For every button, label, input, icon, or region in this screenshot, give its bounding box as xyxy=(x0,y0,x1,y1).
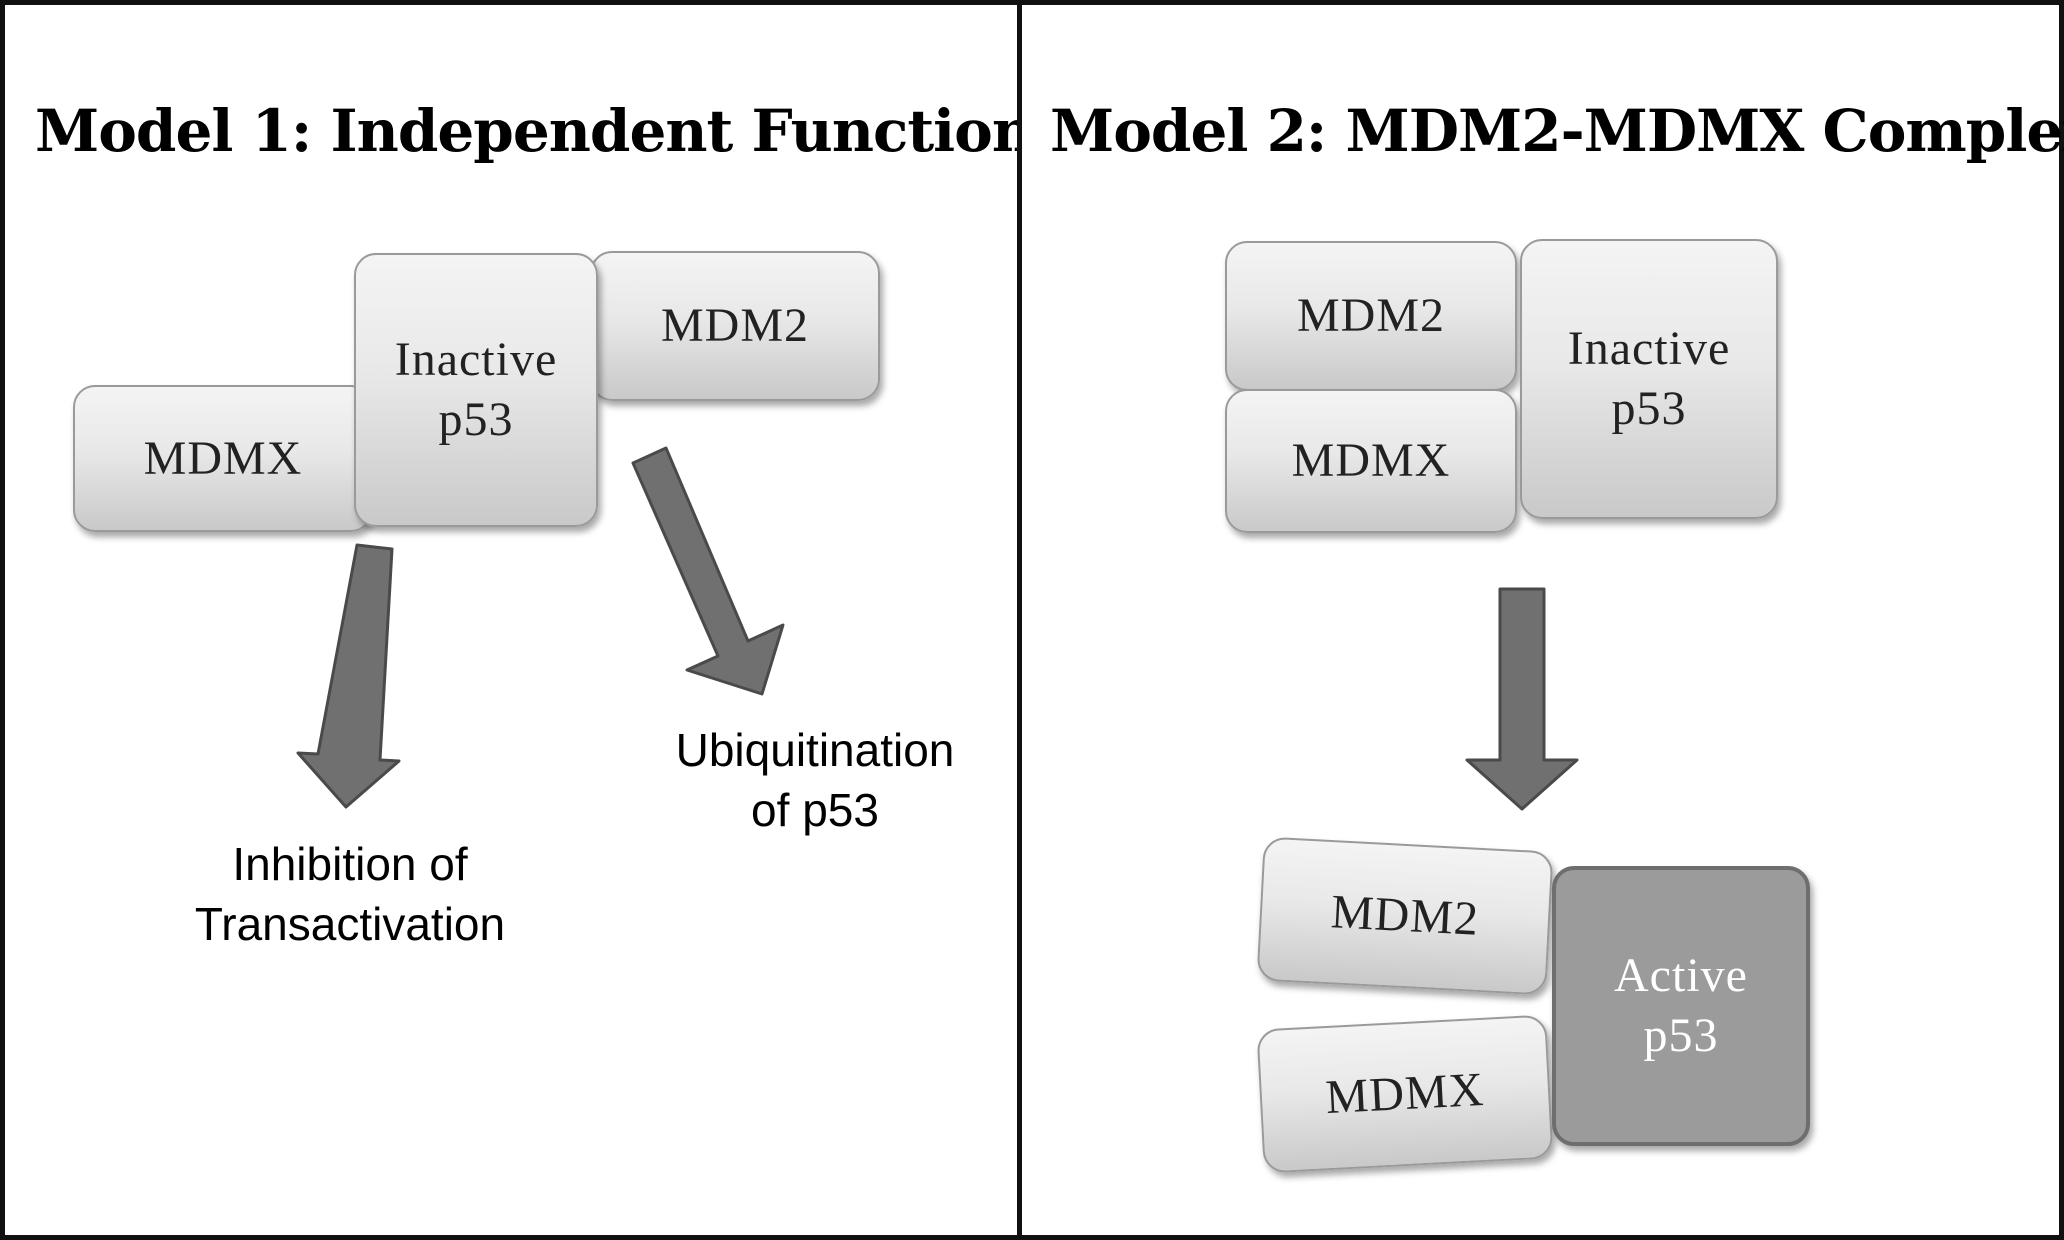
model-1-mdm2-label: MDM2 xyxy=(660,299,810,352)
model-2-arrows xyxy=(1465,587,1579,811)
model-1-mdmx-label: MDMX xyxy=(143,431,303,485)
model-2-active-p53-box: Active p53 xyxy=(1552,866,1810,1146)
model-2-released-mdmx-box: MDMX xyxy=(1256,1014,1554,1174)
model-2-released-mdmx-label: MDMX xyxy=(1324,1062,1486,1125)
model-2-released-mdm2-box: MDM2 xyxy=(1256,836,1554,996)
transactivation-outcome-label: Inhibition of Transactivation xyxy=(155,835,545,955)
panel-model-1: Model 1: Independent Functions MDMX MDM2… xyxy=(0,0,1066,1240)
model-1-mdmx-box: MDMX xyxy=(73,385,373,532)
ubiquitination-line1: Ubiquitination xyxy=(675,724,955,776)
model-2-released-mdm2-label: MDM2 xyxy=(1329,885,1481,946)
transactivation-line1: Inhibition of xyxy=(232,838,468,890)
model-2-mdm2-box: MDM2 xyxy=(1225,241,1517,391)
model-2-inactive-p53-line2: p53 xyxy=(1611,382,1687,435)
panel-model-2: Model 2: MDM2-MDMX Complex MDM2 MDMX Ina… xyxy=(1017,0,2064,1240)
model-2-title: Model 2: MDM2-MDMX Complex xyxy=(1050,97,2064,165)
model-1-inactive-p53-line2: p53 xyxy=(438,393,514,446)
model-1-mdm2-box: MDM2 xyxy=(590,251,880,401)
transactivation-line2: Transactivation xyxy=(194,897,506,950)
model-2-mdmx-box: MDMX xyxy=(1225,389,1517,533)
model-1-arrows xyxy=(296,446,785,809)
model-2-active-p53-line1: Active xyxy=(1614,949,1748,1002)
model-2-mdm2-label: MDM2 xyxy=(1296,289,1446,342)
ubiquitination-line2: of p53 xyxy=(751,783,879,836)
model-2-inactive-p53-line1: Inactive xyxy=(1567,322,1731,375)
model-2-mdmx-label: MDMX xyxy=(1291,434,1451,487)
model-1-inactive-p53-box: Inactive p53 xyxy=(354,253,598,527)
model-2-active-p53-line2: p53 xyxy=(1643,1009,1719,1062)
transactivation-arrow-icon xyxy=(296,543,401,809)
model-1-inactive-p53-line1: Inactive xyxy=(394,333,558,386)
ubiquitination-arrow-icon xyxy=(631,446,785,696)
ubiquitination-outcome-label: Ubiquitination of p53 xyxy=(645,721,985,841)
model-2-inactive-p53-box: Inactive p53 xyxy=(1520,239,1778,519)
model-1-title: Model 1: Independent Functions xyxy=(35,97,1066,165)
down-arrow-icon xyxy=(1465,587,1579,811)
